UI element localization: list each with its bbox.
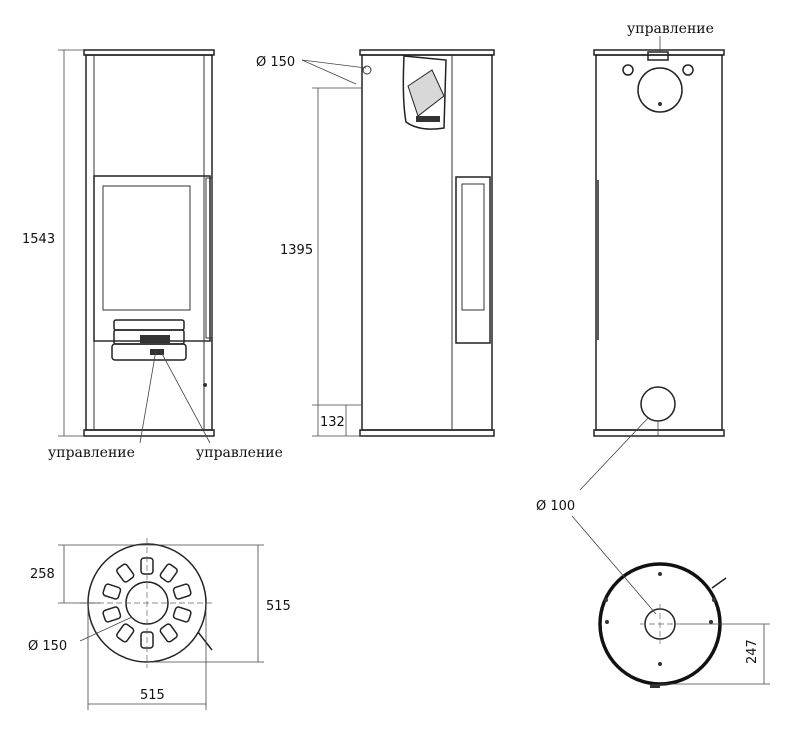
- side-flue-leader-2: [301, 59, 367, 69]
- top-handle: [197, 631, 213, 651]
- front-door: [93, 175, 211, 342]
- rear-base: [593, 429, 725, 437]
- rear-view: [579, 36, 725, 491]
- rear-control-slot: [647, 51, 669, 61]
- side-view: [301, 49, 495, 437]
- flue-bottom-label: Ø 150: [28, 639, 67, 654]
- top-flue-leader: [79, 616, 133, 642]
- side-base: [359, 429, 495, 437]
- dim-247-label: 247: [745, 639, 760, 664]
- bottom-inlet-leader: [571, 515, 657, 615]
- rear-control-label: управление: [627, 21, 714, 37]
- dim-515-horizontal-label: 515: [140, 688, 165, 703]
- front-view: [58, 49, 215, 444]
- front-leader-1: [139, 349, 157, 444]
- front-base: [83, 429, 215, 437]
- front-body: [85, 54, 213, 431]
- flue-top-label: Ø 150: [256, 55, 295, 70]
- side-window-glass: [461, 183, 485, 311]
- front-door-glass: [102, 185, 191, 311]
- side-flue-leader-1: [301, 59, 357, 85]
- side-flue-cutaway: [362, 55, 447, 130]
- front-control-label-left: управление: [48, 445, 135, 461]
- side-body: [361, 54, 493, 431]
- rear-flue-opening: [637, 67, 683, 113]
- rear-hole-right: [682, 64, 694, 76]
- front-side-knob: [203, 383, 207, 387]
- rear-hole-left: [622, 64, 634, 76]
- rear-air-inlet: [640, 386, 676, 422]
- air-inlet-label: Ø 100: [536, 499, 575, 514]
- front-control-mechanism: [111, 319, 187, 361]
- bottom-handle: [711, 577, 727, 589]
- side-window-frame: [455, 176, 491, 344]
- dim-258-label: 258: [30, 567, 55, 582]
- front-door-handle: [205, 177, 213, 339]
- rear-air-leader: [579, 417, 649, 491]
- dim-132-label: 132: [320, 415, 345, 430]
- bottom-view: [571, 515, 770, 688]
- top-view: [58, 538, 264, 710]
- dim-1395-label: 1395: [280, 243, 313, 258]
- dim-1543-label: 1543: [22, 232, 55, 247]
- front-control-label-right: управление: [196, 445, 283, 461]
- dim-515-vertical-label: 515: [266, 599, 291, 614]
- front-leader-2: [159, 349, 211, 444]
